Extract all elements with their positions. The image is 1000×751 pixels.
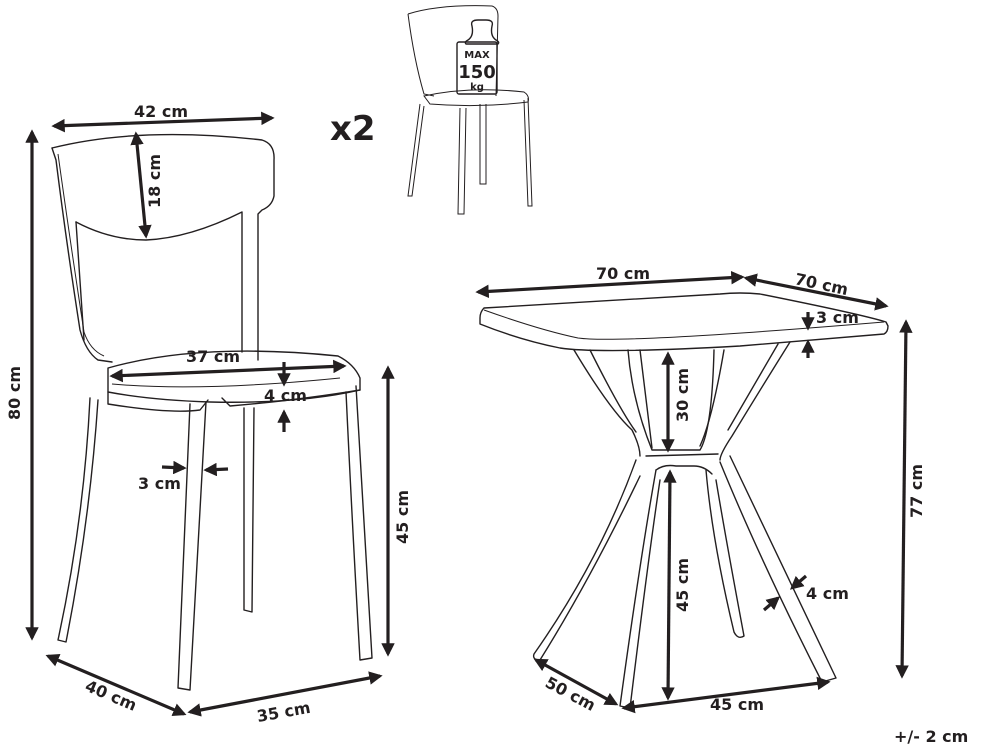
quantity-label: x2	[330, 109, 376, 149]
table-base-width-label: 45 cm	[710, 695, 764, 714]
table-lower-leg-height-label: 45 cm	[673, 558, 692, 612]
chair-base-width-label: 35 cm	[255, 698, 311, 726]
chair-width-label: 42 cm	[134, 102, 188, 121]
table-upper-leg-height-label: 30 cm	[673, 368, 692, 422]
chair-backrest-height-label: 18 cm	[145, 154, 164, 208]
chair-seat-width-label: 37 cm	[186, 347, 240, 366]
table-width-label: 70 cm	[596, 264, 650, 283]
weight-unit-label: kg	[470, 82, 484, 93]
chair-dimension-lines	[25, 111, 395, 717]
table-drawing	[479, 292, 889, 709]
table-top-thickness-label: 3 cm	[816, 308, 859, 327]
load-capacity-illustration: MAX 150 kg	[407, 5, 533, 215]
table-dimension-labels: 70 cm 70 cm 3 cm 30 cm 77 cm 45 cm 4 cm …	[542, 264, 926, 715]
chair-seat-height-label: 45 cm	[393, 490, 412, 544]
chair-total-height-label: 80 cm	[5, 366, 24, 420]
table-dimension-lines	[475, 270, 913, 714]
table-leg-thickness-label: 4 cm	[806, 584, 849, 603]
chair-leg-thickness-label: 3 cm	[138, 474, 181, 493]
chair-dimension-labels: 42 cm 18 cm 80 cm 37 cm 4 cm 3 cm 45 cm …	[5, 102, 412, 726]
tolerance-label: +/- 2 cm	[894, 727, 968, 746]
weight-value-label: 150	[458, 62, 496, 83]
weight-max-label: MAX	[464, 50, 490, 61]
chair-seat-thickness-label: 4 cm	[264, 386, 307, 405]
table-total-height-label: 77 cm	[907, 464, 926, 518]
chair-drawing	[51, 133, 373, 691]
